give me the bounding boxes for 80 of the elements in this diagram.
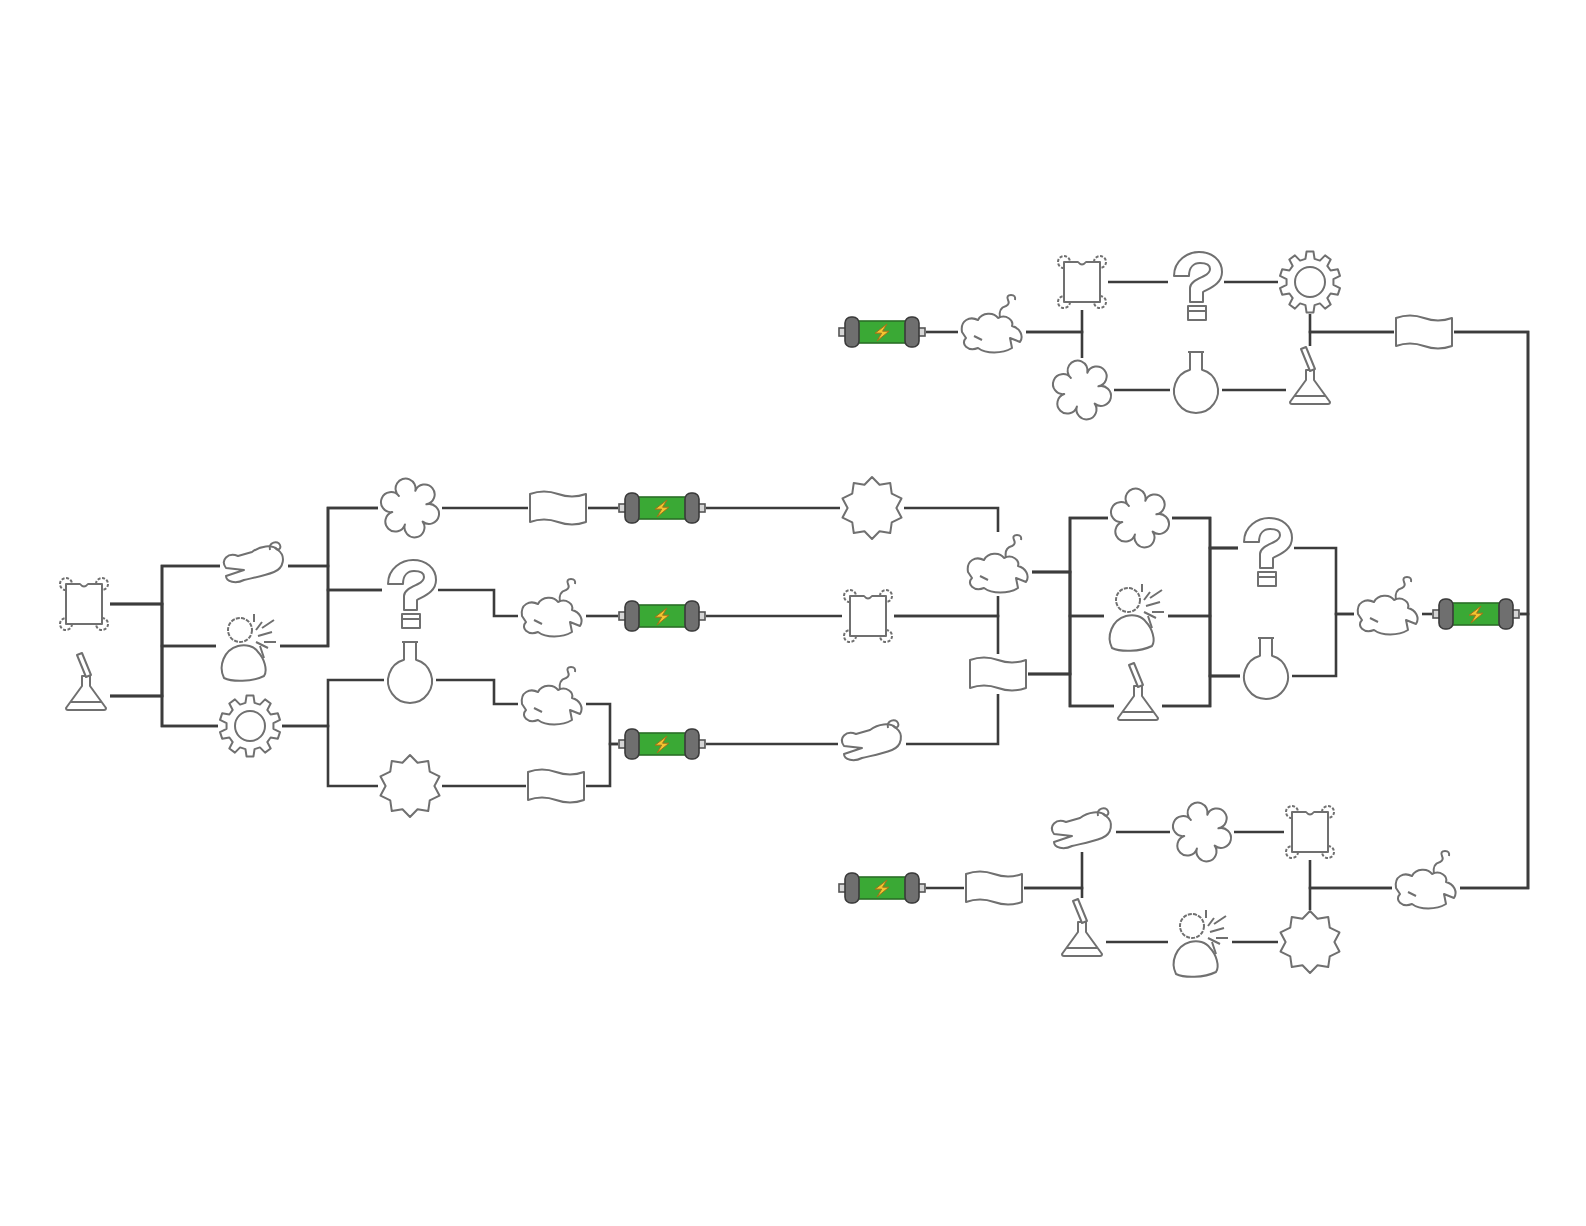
battery-icon: [1432, 598, 1520, 630]
connector-line: [1108, 280, 1168, 284]
connector-line: [894, 614, 1000, 654]
question-mark-icon: [1238, 516, 1294, 588]
connector-line: [1024, 886, 1084, 898]
cloud-icon: [1170, 800, 1234, 864]
battery-icon: [618, 728, 706, 760]
glove-icon: [838, 716, 906, 764]
glove-icon: [1048, 804, 1116, 852]
connector-line: [586, 742, 618, 788]
connector-line: [282, 724, 378, 788]
connector-line: [926, 886, 964, 890]
battery-icon: [838, 316, 926, 348]
bird-icon: [518, 576, 586, 640]
cloud-icon: [1050, 358, 1114, 422]
flask-icon: [1240, 636, 1292, 700]
connector-line: [586, 614, 618, 618]
connector-line: [706, 614, 842, 618]
beaker-icon: [62, 652, 110, 712]
bird-icon: [964, 532, 1032, 596]
connector-line: [706, 742, 838, 746]
stamp-icon: [1284, 804, 1336, 860]
bird-icon: [1392, 848, 1460, 912]
person-icon: [1168, 906, 1232, 978]
glove-icon: [220, 538, 288, 586]
stamp-icon: [1056, 254, 1108, 310]
paper-icon: [964, 868, 1024, 908]
question-mark-icon: [1168, 250, 1224, 322]
bird-icon: [518, 664, 586, 728]
connector-line: [1454, 330, 1530, 890]
connector-line: [588, 506, 618, 510]
stamp-icon: [842, 588, 894, 644]
flask-icon: [384, 640, 436, 704]
connector-line: [1114, 388, 1170, 392]
connector-line: [706, 506, 840, 510]
connector-line: [442, 784, 526, 788]
star-icon: [378, 754, 442, 818]
paper-icon: [526, 766, 586, 806]
connector-line: [1308, 886, 1392, 910]
cloud-icon: [1108, 486, 1172, 550]
connector-line: [1224, 280, 1278, 284]
bird-icon: [1354, 574, 1422, 638]
connector-line: [1234, 830, 1284, 834]
beaker-icon: [1114, 662, 1162, 722]
connector-line: [442, 506, 528, 510]
connector-line: [1292, 612, 1354, 678]
connector-line: [1222, 388, 1286, 392]
connector-line: [1162, 674, 1240, 708]
cloud-icon: [378, 476, 442, 540]
question-mark-icon: [382, 558, 438, 630]
bird-icon: [958, 292, 1026, 356]
connector-line: [1106, 940, 1168, 944]
connector-line: [280, 588, 382, 648]
beaker-icon: [1058, 898, 1106, 958]
paper-icon: [1394, 312, 1454, 352]
connector-line: [1116, 830, 1170, 834]
beaker-icon: [1286, 346, 1334, 406]
connector-line: [904, 506, 1000, 532]
connector-line: [1028, 672, 1114, 708]
person-icon: [1104, 580, 1168, 652]
connector-line: [1308, 330, 1394, 346]
connector-line: [1232, 940, 1278, 944]
connector-line: [110, 694, 218, 728]
star-icon: [1278, 910, 1342, 974]
paper-icon: [528, 488, 588, 528]
battery-icon: [618, 492, 706, 524]
connector-line: [906, 694, 1000, 746]
stamp-icon: [58, 576, 110, 632]
connector-line: [438, 588, 518, 618]
battery-icon: [838, 872, 926, 904]
gear-icon: [218, 694, 282, 758]
battery-icon: [618, 600, 706, 632]
flask-icon: [1170, 350, 1222, 414]
paper-icon: [968, 654, 1028, 694]
person-icon: [216, 610, 280, 682]
connector-line: [436, 678, 518, 706]
gear-icon: [1278, 250, 1342, 314]
star-icon: [840, 476, 904, 540]
connector-line: [926, 330, 958, 334]
connector-line: [1026, 330, 1084, 358]
